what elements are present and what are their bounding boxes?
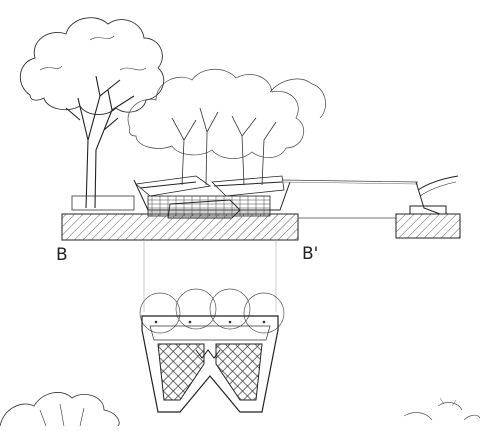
plan-center-zigzag [195,349,221,359]
ground-slab-right [395,213,461,239]
section-label-b: B [56,245,68,265]
section-label-b-prime: B' [302,244,319,264]
plan-inner-outline [149,325,271,341]
foliage-bottom-right [403,397,480,421]
brick-planter-wall [147,195,271,217]
plan-tree-circles [139,288,285,334]
projection-lines [143,240,277,312]
tree-canopy-center [127,68,326,159]
ground-slab-left [61,213,299,241]
tree-canopy-large-left [20,17,165,115]
plan-anchor-dots [154,320,266,324]
tree-trunks-left [65,75,135,209]
raised-planter-left [71,195,135,211]
plan-outline [141,315,279,413]
foliage-bottom-left [0,392,120,427]
plan-trellis-right [215,343,263,401]
canopy-tension-line [281,179,419,183]
tree-trunks-center [171,107,277,186]
plan-trellis-left [157,343,205,401]
